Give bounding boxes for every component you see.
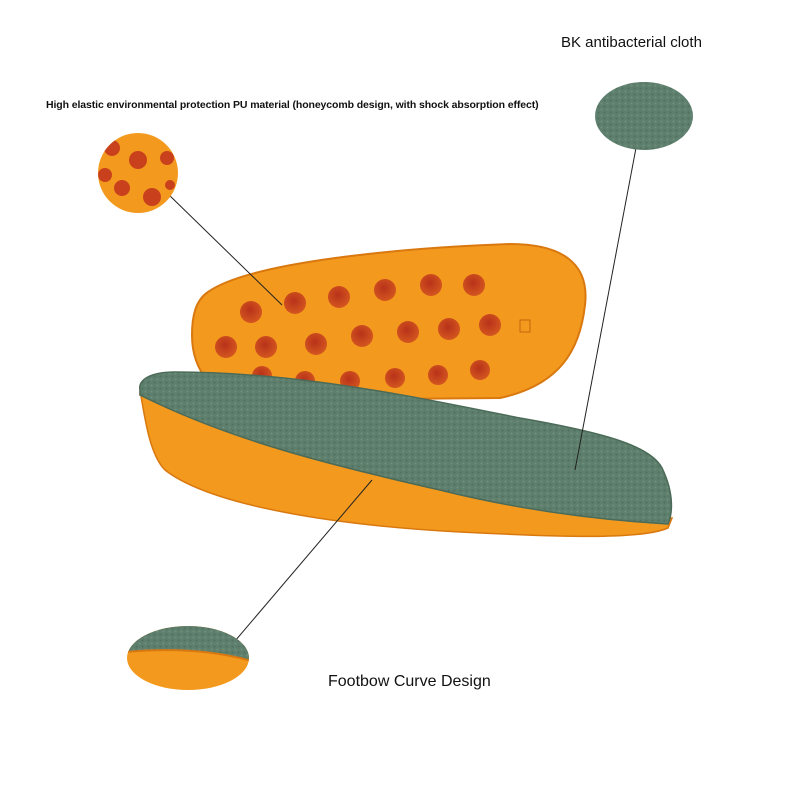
zoom-bk-cloth bbox=[595, 82, 693, 150]
zoom-pu-honeycomb bbox=[98, 133, 178, 213]
bk-cloth-label: BK antibacterial cloth bbox=[561, 34, 702, 51]
insole-back-orange bbox=[190, 242, 587, 402]
pu-material-label: High elastic environmental protection PU… bbox=[46, 99, 539, 111]
leader-lines bbox=[165, 147, 637, 642]
zoom-footbow bbox=[127, 626, 249, 690]
footbow-label: Footbow Curve Design bbox=[328, 673, 491, 690]
insole-front bbox=[139, 371, 674, 538]
